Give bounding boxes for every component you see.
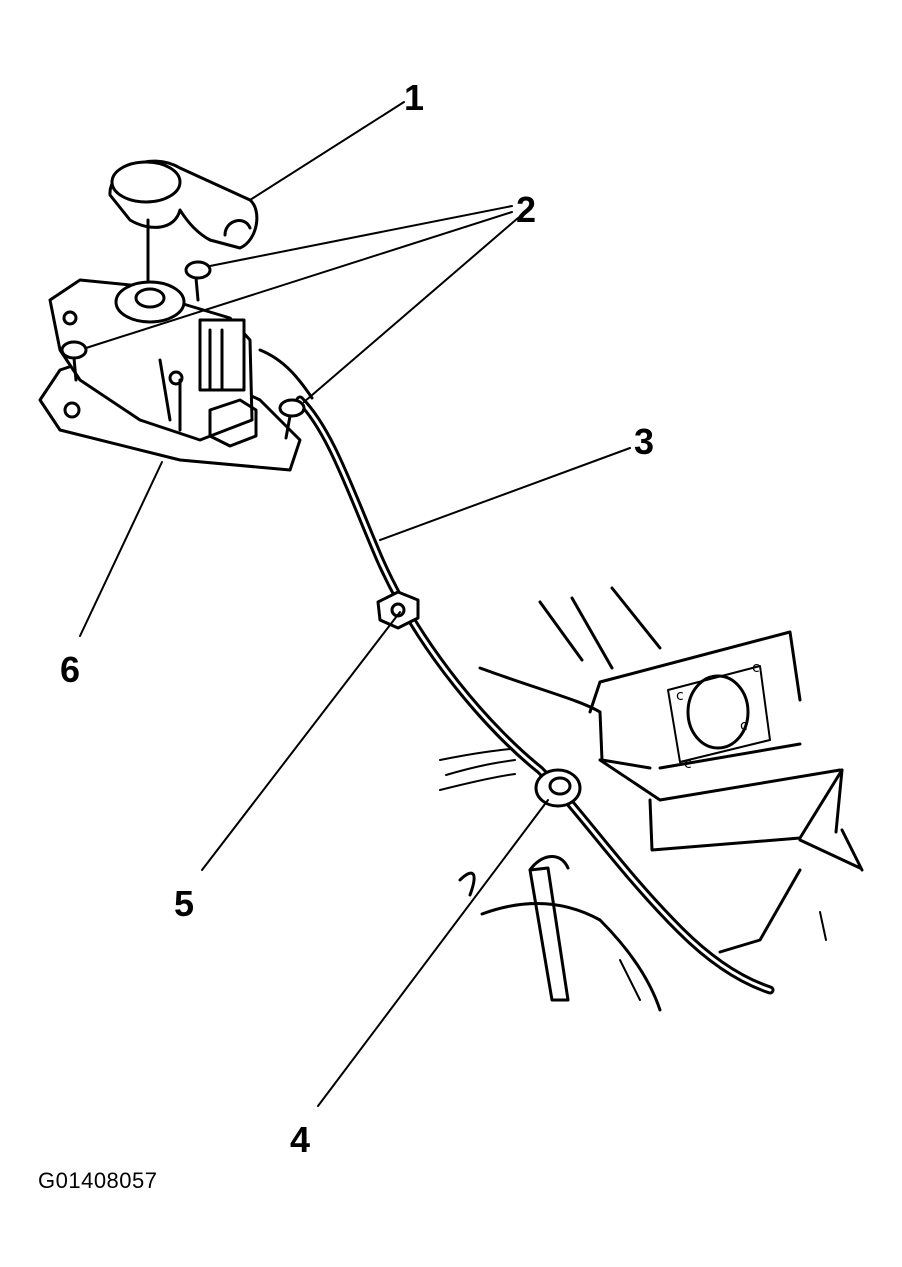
actuator-cap <box>108 159 259 292</box>
figure-id: G01408057 <box>38 1168 158 1193</box>
leader-lines <box>79 101 631 1107</box>
screw-top <box>184 260 212 302</box>
screw-left <box>60 340 88 382</box>
grommet <box>534 768 582 808</box>
svg-text:c: c <box>740 718 748 734</box>
callout-4: 4 <box>290 1119 310 1160</box>
screw-right <box>278 398 306 440</box>
svg-text:c: c <box>752 660 760 676</box>
callout-2: 2 <box>516 189 536 230</box>
callout-1: 1 <box>404 77 424 118</box>
callout-3: 3 <box>634 421 654 462</box>
cable <box>258 348 775 995</box>
screws <box>60 260 306 440</box>
callout-5: 5 <box>174 883 194 924</box>
actuator-assembly <box>38 278 302 472</box>
engine-block-illustration: c c c c <box>439 586 864 1012</box>
callout-6: 6 <box>60 649 80 690</box>
cable-clip <box>376 590 420 630</box>
svg-text:c: c <box>684 756 692 772</box>
svg-text:c: c <box>676 688 684 704</box>
